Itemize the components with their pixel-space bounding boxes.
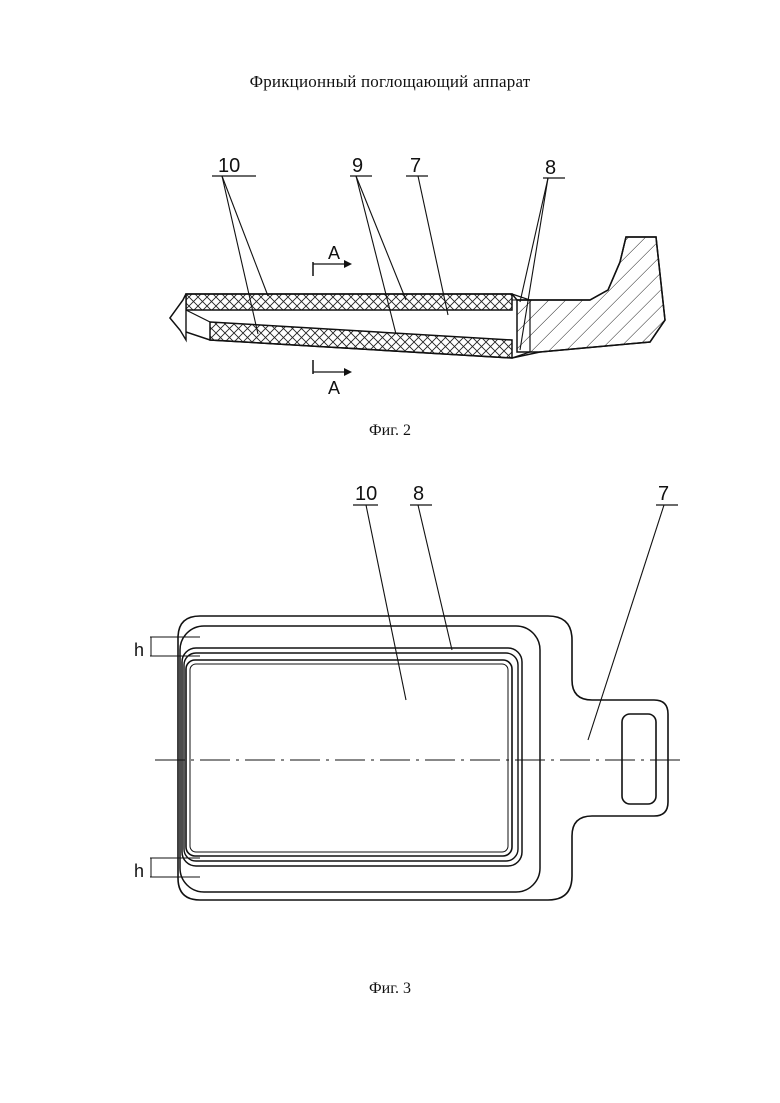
fig3-label-10: 10 [355, 483, 377, 505]
friction-layer-bottom [209, 321, 513, 359]
friction-layer-8 [181, 647, 523, 867]
figure-2: 10 9 7 8 А А [169, 155, 666, 398]
fig2-label-10: 10 [218, 155, 240, 177]
fig3-label-8: 8 [413, 483, 424, 505]
friction-element-10 [185, 659, 513, 857]
figure-3: h h 10 8 7 [134, 483, 682, 901]
fig2-label-9: 9 [352, 155, 363, 177]
fig3-label-7: 7 [658, 483, 669, 505]
plate-contour-inner [179, 625, 541, 893]
figure-3-caption: Фиг. 3 [369, 980, 411, 997]
dim-h-bottom: h [134, 861, 144, 881]
fig2-label-7: 7 [410, 155, 421, 177]
wedge-head-hatched [516, 236, 666, 353]
document-title: Фрикционный поглощающий аппарат [249, 72, 531, 91]
section-mark-top: А [328, 243, 340, 263]
tab-slot [621, 713, 657, 805]
section-mark-bottom: А [328, 378, 340, 398]
wedge-plate-7 [177, 615, 669, 901]
figure-2-caption: Фиг. 2 [369, 422, 411, 439]
friction-layer-top [185, 293, 513, 311]
fig2-label-8: 8 [545, 157, 556, 179]
dim-h-top: h [134, 640, 144, 660]
